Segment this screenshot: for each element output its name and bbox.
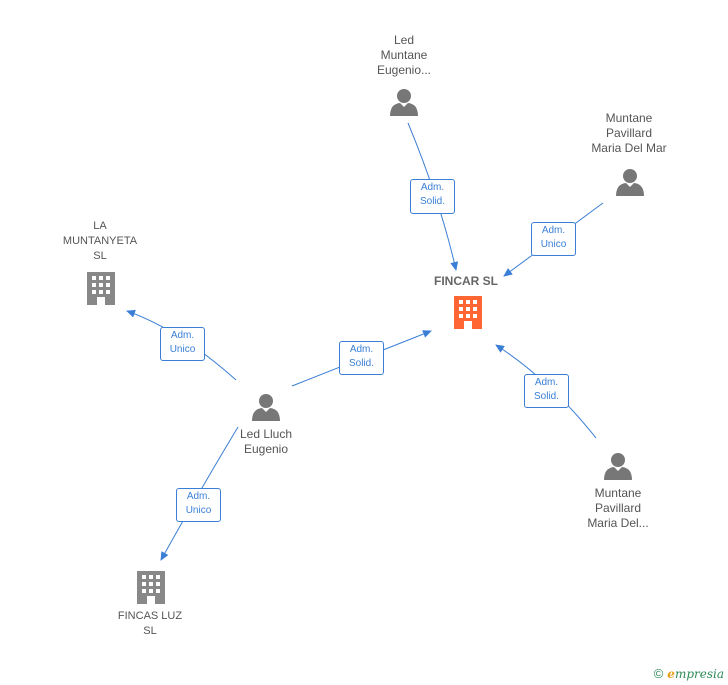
building-icon-la-muntanyeta: [87, 272, 115, 305]
edge-label-line: Solid.: [348, 358, 374, 369]
node-label-fincas-luz[interactable]: FINCAS LUZ SL: [100, 609, 200, 639]
person-icon-muntane-mar: [616, 169, 644, 196]
label-line: SL: [143, 625, 157, 637]
edge-label-led-lluch-fincar[interactable]: Adm. Solid.: [339, 341, 384, 375]
edge-label-led-lluch-fincas-luz[interactable]: Adm. Unico: [176, 488, 221, 522]
edge-label-led-lluch-la-muntanyeta[interactable]: Adm. Unico: [160, 327, 205, 361]
label-line: LA: [93, 220, 107, 232]
empresia-logo: ©empresia: [654, 666, 724, 681]
label-line: Maria Del Mar: [591, 141, 667, 155]
edge-label-line: Adm.: [170, 330, 195, 341]
edge-label-line: Unico: [169, 344, 196, 355]
label-line: Eugenio: [243, 442, 289, 456]
label-line: FINCAS LUZ: [117, 610, 183, 622]
edge-label-muntane-mar-fincar[interactable]: Adm. Unico: [531, 222, 576, 256]
edge-label-led-muntane-fincar[interactable]: Adm. Solid.: [410, 179, 455, 214]
node-label-led-lluch[interactable]: Led Lluch Eugenio: [214, 427, 318, 457]
label-line: Maria Del...: [587, 516, 649, 530]
edge-label-line: Unico: [540, 239, 567, 250]
edge-label-line: Adm.: [541, 225, 566, 236]
label-line: Muntane: [605, 111, 653, 125]
node-label-muntane-mar[interactable]: Muntane Pavillard Maria Del Mar: [572, 111, 686, 156]
edge-label-line: Adm.: [349, 344, 374, 355]
label-line: MUNTANYETA: [62, 235, 138, 247]
edge-label-line: Adm.: [186, 491, 211, 502]
label-line: Led Lluch: [239, 427, 293, 441]
label-line: Led: [393, 33, 415, 47]
label-line: Muntane: [380, 48, 428, 62]
edge-label-muntane-del-fincar[interactable]: Adm. Solid.: [524, 374, 569, 408]
person-icon-muntane-del: [604, 453, 632, 480]
edge-label-line: Solid.: [533, 391, 559, 402]
company-name: FINCAR SL: [434, 274, 498, 288]
label-line: Muntane: [594, 486, 642, 500]
brand-rest: mpresia: [674, 667, 724, 681]
node-label-fincar[interactable]: FINCAR SL: [410, 274, 522, 289]
label-line: Eugenio...: [376, 63, 432, 77]
label-line: Pavillard: [605, 126, 653, 140]
person-icon-led-muntane: [390, 89, 418, 116]
person-icon-led-lluch: [252, 394, 280, 421]
edge-label-line: Unico: [185, 505, 212, 516]
node-label-muntane-del[interactable]: Muntane Pavillard Maria Del...: [562, 486, 674, 531]
building-icon-fincas-luz: [137, 571, 165, 604]
label-line: Pavillard: [594, 501, 642, 515]
node-label-la-muntanyeta[interactable]: LA MUNTANYETA SL: [50, 219, 150, 264]
building-icon-fincar: [454, 296, 482, 329]
label-line: SL: [93, 250, 107, 262]
copyright-icon: ©: [653, 666, 664, 681]
edge-label-line: Adm.: [534, 377, 559, 388]
edge-label-line: Adm.: [420, 182, 445, 193]
node-label-led-muntane[interactable]: Led Muntane Eugenio...: [352, 33, 456, 78]
brand-first-letter: e: [667, 667, 675, 681]
edge-label-line: Solid.: [419, 196, 445, 207]
